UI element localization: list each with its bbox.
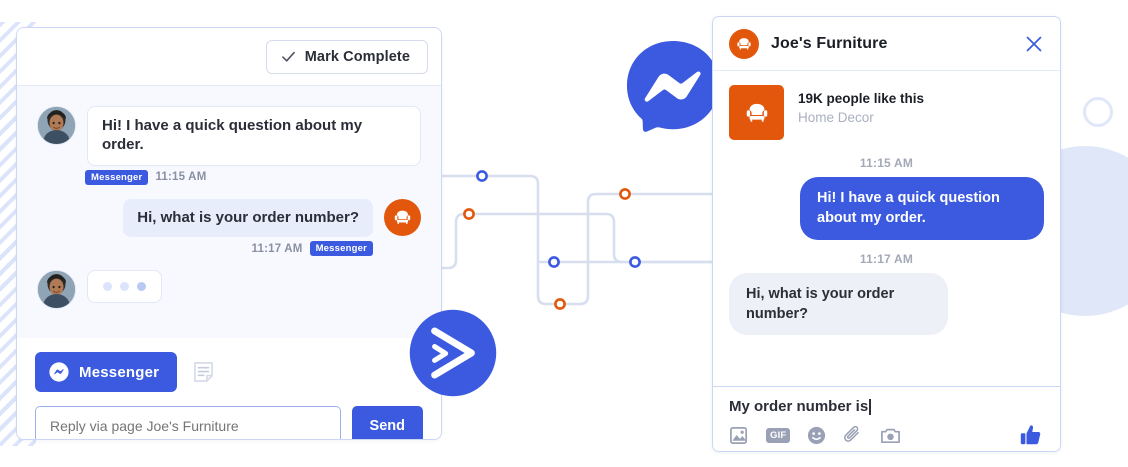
message-timestamp: 11:17 AM bbox=[859, 251, 914, 266]
message-bubble: Hi, what is your order number? bbox=[729, 272, 948, 336]
photo-icon[interactable] bbox=[729, 425, 750, 446]
typing-dot bbox=[103, 282, 112, 292]
thumbs-up-icon[interactable] bbox=[1019, 424, 1044, 447]
message-row-incoming: Hi, what is your order number? bbox=[729, 272, 1044, 336]
connector-node bbox=[548, 256, 560, 268]
message-row-incoming: Hi! I have a quick question about my ord… bbox=[37, 106, 421, 166]
page-thumbnail bbox=[729, 85, 784, 140]
typing-indicator-row bbox=[37, 270, 421, 310]
page-info-card: 19K people like this Home Decor bbox=[729, 85, 1044, 140]
page-title: Joe's Furniture bbox=[771, 34, 888, 52]
page-info-text: 19K people like this Home Decor bbox=[798, 85, 924, 125]
customer-avatar bbox=[37, 270, 76, 310]
customer-avatar bbox=[37, 106, 76, 145]
send-button[interactable]: Send bbox=[351, 406, 423, 439]
composer-channel-row: Messenger bbox=[35, 352, 423, 392]
connector-node bbox=[463, 208, 475, 220]
typing-dots bbox=[87, 270, 162, 304]
page-logo bbox=[729, 28, 759, 59]
channel-badge: Messenger bbox=[309, 241, 373, 257]
brand-avatar bbox=[384, 198, 421, 236]
note-icon[interactable] bbox=[193, 361, 214, 383]
paperclip-icon[interactable] bbox=[843, 425, 864, 446]
inbox-header: Mark Complete bbox=[17, 28, 441, 86]
message-row-outgoing: Hi, what is your order number? bbox=[37, 198, 421, 238]
mark-complete-button[interactable]: Mark Complete bbox=[265, 39, 428, 74]
message-timestamp: 11:15 AM bbox=[859, 156, 914, 170]
message-bubble: Hi! I have a quick question about my ord… bbox=[800, 177, 1044, 240]
page-likes: 19K people like this bbox=[798, 91, 925, 106]
typing-dot bbox=[120, 282, 129, 292]
connector-node bbox=[619, 188, 631, 200]
messenger-channel-button[interactable]: Messenger bbox=[35, 352, 178, 392]
message-time: 11:15 AM bbox=[155, 171, 207, 183]
connector-node bbox=[554, 298, 566, 310]
mark-complete-label: Mark Complete bbox=[304, 48, 410, 65]
text-caret bbox=[869, 398, 871, 415]
channel-badge: Messenger bbox=[85, 169, 149, 185]
compose-text: My order number is bbox=[729, 398, 869, 415]
camera-icon[interactable] bbox=[880, 425, 901, 446]
page-category: Home Decor bbox=[798, 110, 874, 125]
widget-composer: My order number is GIF bbox=[713, 386, 1060, 451]
messenger-channel-label: Messenger bbox=[79, 363, 160, 381]
composer-toolbar: GIF bbox=[729, 424, 1044, 447]
messenger-widget-panel: Joe's Furniture 19K p bbox=[712, 16, 1061, 452]
message-meta: Messenger 11:15 AM bbox=[85, 169, 421, 185]
connector-node bbox=[629, 256, 641, 268]
blue-ring-decoration bbox=[1083, 97, 1113, 127]
armchair-icon bbox=[746, 103, 767, 122]
message-meta: 11:17 AM Messenger bbox=[37, 241, 373, 257]
reply-input[interactable] bbox=[35, 406, 341, 439]
avatar-photo bbox=[38, 107, 75, 144]
message-bubble: Hi, what is your order number? bbox=[123, 198, 373, 238]
messenger-icon bbox=[49, 362, 69, 382]
armchair-icon bbox=[394, 210, 411, 224]
check-icon bbox=[281, 51, 295, 62]
agent-inbox-panel: Mark Complete H bbox=[16, 27, 442, 440]
connector-diagram bbox=[420, 170, 720, 310]
close-icon[interactable] bbox=[1024, 34, 1044, 54]
message-bubble: Hi! I have a quick question about my ord… bbox=[87, 106, 421, 166]
composer-input-row: Send bbox=[35, 406, 423, 439]
avatar-photo bbox=[38, 271, 75, 309]
emoji-icon[interactable] bbox=[806, 425, 827, 446]
connector-node bbox=[476, 170, 488, 182]
widget-thread: 19K people like this Home Decor 11:15 AM… bbox=[713, 71, 1060, 386]
activecampaign-logo-icon bbox=[409, 309, 497, 397]
typing-dot bbox=[137, 282, 146, 292]
compose-row[interactable]: My order number is bbox=[729, 398, 1044, 415]
inbox-composer: Messenger Send bbox=[17, 338, 441, 439]
message-row-outgoing: Hi! I have a quick question about my ord… bbox=[729, 177, 1044, 240]
widget-header: Joe's Furniture bbox=[713, 17, 1060, 71]
messenger-logo-icon bbox=[626, 40, 720, 132]
conversation-thread: Hi! I have a quick question about my ord… bbox=[17, 86, 441, 338]
armchair-icon bbox=[737, 37, 751, 50]
message-time: 11:17 AM bbox=[251, 242, 303, 255]
gif-icon[interactable]: GIF bbox=[766, 427, 791, 444]
